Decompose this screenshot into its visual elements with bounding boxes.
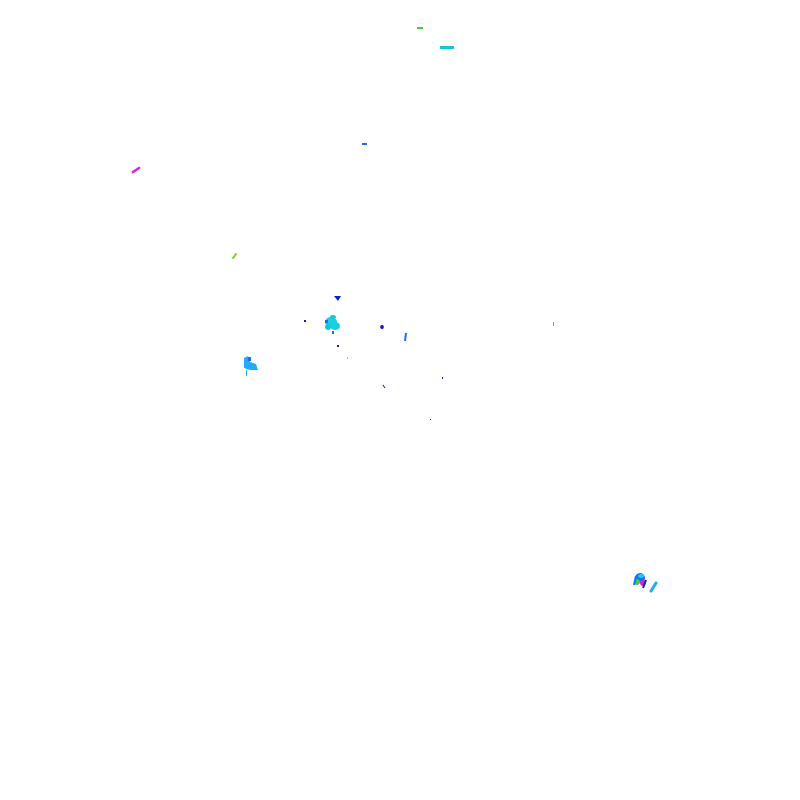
- echo-blob: [362, 143, 367, 145]
- echo-cluster: [244, 356, 258, 376]
- echo-blob: [334, 296, 341, 301]
- echo-blob: [304, 320, 306, 322]
- echo-blob: [442, 377, 443, 379]
- echo-blob: [417, 27, 423, 29]
- echo-blob: [131, 166, 141, 174]
- echo-cluster: [325, 315, 340, 334]
- echo-blob: [382, 384, 386, 389]
- echo-cluster: [633, 573, 658, 593]
- echo-blob: [404, 332, 407, 342]
- echo-blob: [440, 46, 454, 49]
- echo-blob: [553, 322, 554, 326]
- echo-blob: [347, 357, 348, 359]
- echo-blob: [430, 419, 431, 420]
- echo-blob: [232, 253, 237, 259]
- echo-blob: [337, 345, 339, 347]
- echo-blob: [380, 325, 384, 329]
